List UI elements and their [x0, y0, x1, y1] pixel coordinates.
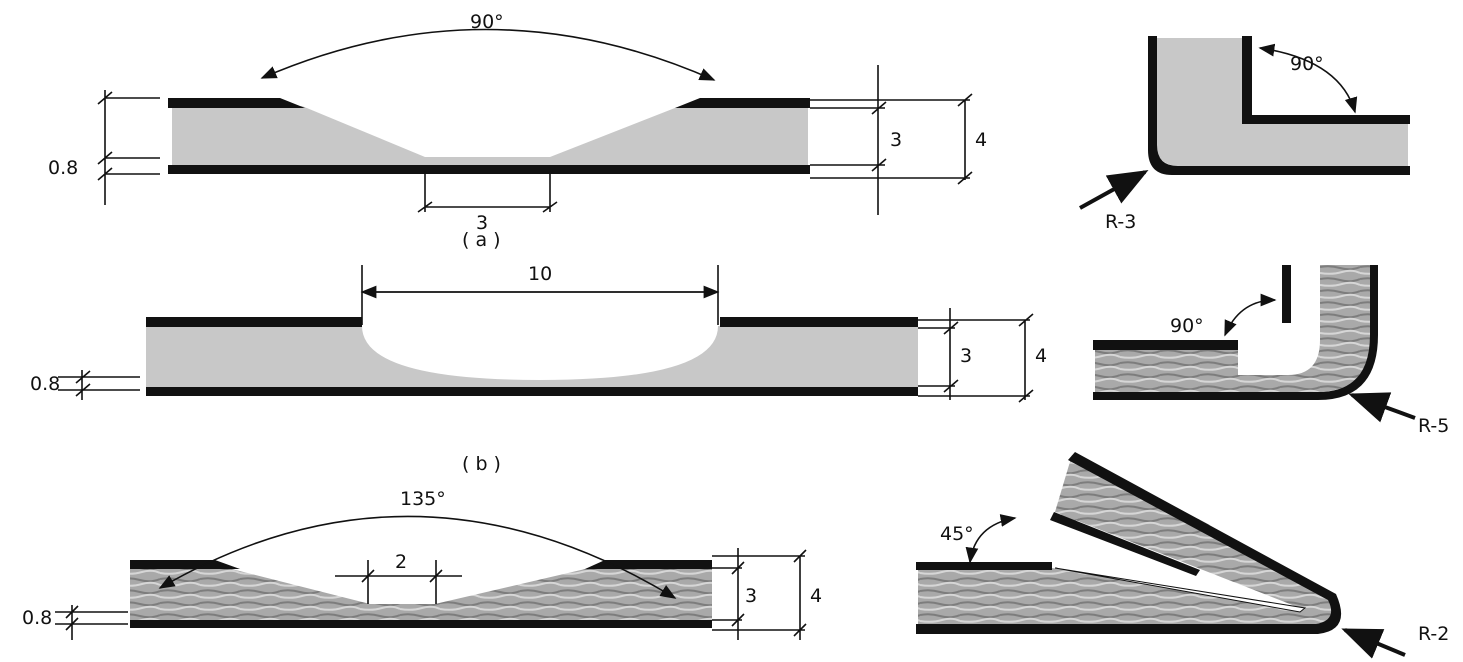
fold-c-angle-label: 45° [940, 523, 974, 545]
panel-b: 10 0.8 3 4 ( b ) [30, 263, 1047, 475]
panel-a-core [172, 106, 808, 166]
panel-c-total-label: 4 [810, 585, 822, 607]
fold-a-inner-skin [1242, 36, 1410, 124]
fold-c-angle-arc [965, 514, 1017, 564]
panel-b-top-skin-left [146, 317, 362, 327]
fold-c-outer-skin [916, 452, 1342, 634]
panel-c-bottom-label: 2 [395, 551, 407, 573]
panel-c-angle-label: 135° [400, 488, 446, 510]
fold-b-outer-skin [1093, 265, 1378, 400]
fold-c: 45° R-2 [916, 452, 1449, 659]
fold-c-kerf [1054, 567, 1307, 613]
panel-a-angle-label: 90° [470, 11, 504, 33]
panel-a: 90° 0.8 3 4 3 ( a ) [48, 11, 987, 251]
fold-a-radius-arrow [1079, 170, 1149, 210]
panel-a-angle-arc [260, 28, 716, 81]
caption-a: ( a ) [462, 229, 501, 251]
panel-a-core-label: 3 [890, 129, 902, 151]
fold-a-angle-arc [1258, 43, 1358, 114]
fold-a-angle-label: 90° [1290, 53, 1324, 75]
fold-b-radius-label: R-5 [1418, 415, 1449, 437]
fold-b-angle-label: 90° [1170, 315, 1204, 337]
panel-a-total-label: 4 [975, 129, 987, 151]
fold-b-angle-arc [1224, 293, 1277, 337]
fold-b: 90° R-5 [1093, 265, 1449, 437]
panel-a-left-dims [97, 90, 160, 205]
fold-a-radius-label: R-3 [1105, 211, 1136, 233]
fold-b-top-skin [1093, 340, 1238, 350]
fold-c-core [918, 455, 1336, 626]
panel-c: 135° 2 0.8 3 4 [22, 488, 822, 640]
fold-b-radius-arrow [1348, 392, 1416, 423]
panel-a-top-skin-right [675, 98, 810, 108]
panel-a-bottom-dim [417, 170, 558, 213]
panel-b-core [146, 326, 918, 388]
panel-c-core [130, 566, 712, 622]
fold-c-inner-skin [1050, 512, 1200, 576]
panel-b-core-label: 3 [960, 345, 972, 367]
fold-c-radius-label: R-2 [1418, 623, 1449, 645]
caption-b: ( b ) [462, 453, 501, 475]
panel-c-bottom-skin [130, 620, 712, 628]
panel-b-bottom-skin [146, 387, 918, 396]
fold-a-core [1155, 38, 1408, 166]
panel-b-right-dims [918, 308, 1034, 403]
fold-c-radius-arrow [1341, 628, 1406, 659]
fold-b-inner-skin [1282, 265, 1291, 323]
panel-a-top-skin-left [168, 98, 305, 108]
panel-c-bottom-dim [335, 560, 462, 604]
panel-a-bottom-label: 3 [476, 212, 488, 234]
panel-c-top-skin-left [130, 560, 240, 569]
panel-b-top-skin-right [720, 317, 918, 327]
panel-b-skin-label: 0.8 [30, 373, 60, 395]
panel-c-left-dims [55, 605, 128, 640]
fold-c-top-skin [916, 562, 1052, 570]
fold-a: 90° R-3 [1079, 36, 1410, 233]
panel-a-right-dims [810, 65, 973, 215]
panel-b-width-label: 10 [528, 263, 552, 285]
panel-b-total-label: 4 [1035, 345, 1047, 367]
panel-a-skin-label: 0.8 [48, 157, 78, 179]
panel-c-skin-label: 0.8 [22, 607, 52, 629]
panel-a-bottom-skin [168, 165, 810, 174]
panel-b-left-dims [58, 370, 140, 400]
panel-c-core-label: 3 [745, 585, 757, 607]
panel-c-right-dims [712, 548, 807, 640]
fold-b-core [1095, 265, 1375, 392]
panel-c-angle-arc [158, 515, 677, 599]
